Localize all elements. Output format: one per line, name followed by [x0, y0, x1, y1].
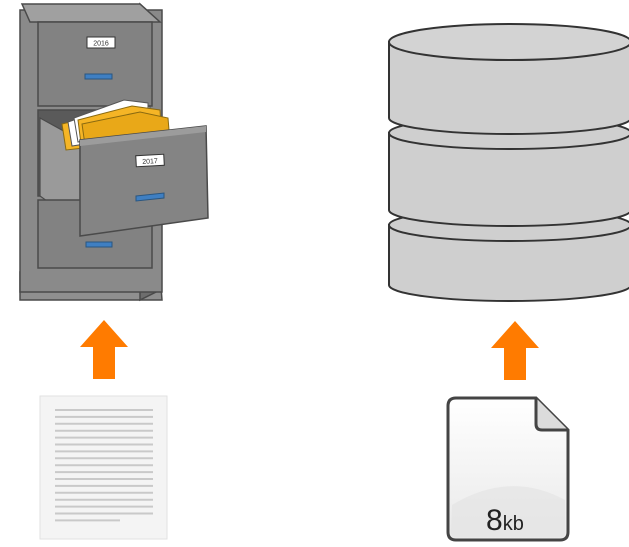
filing-cabinet-icon: 2016 2017 — [19, 2, 209, 302]
drawer-label-frame — [86, 36, 116, 49]
paper-document-icon — [39, 395, 168, 540]
drawer-label-2017: 2017 — [142, 158, 158, 166]
arrow-up-icon — [80, 320, 128, 379]
drawer-label-frame — [135, 153, 165, 168]
arrow-up-icon — [491, 321, 539, 380]
file-size-unit: kb — [503, 513, 524, 535]
file-icon: 8kb — [446, 396, 570, 542]
drawer-handle — [85, 241, 113, 248]
database-icon — [388, 23, 629, 302]
file-size-label: 8kb — [486, 504, 524, 537]
drawer-handle — [84, 73, 113, 80]
drawer-handle — [135, 192, 165, 202]
file-size-number: 8 — [486, 504, 503, 537]
drawer-top — [37, 21, 153, 107]
drawer-label-2016: 2016 — [93, 41, 109, 48]
